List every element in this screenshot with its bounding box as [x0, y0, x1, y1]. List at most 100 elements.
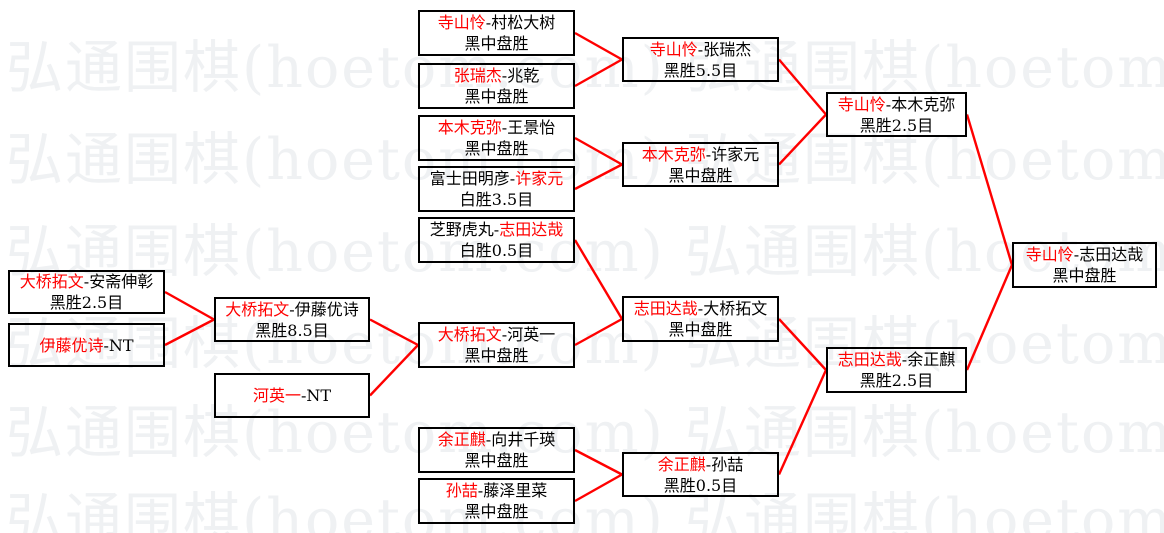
- connector-line: [574, 136, 623, 166]
- player-name: 芝野虎丸-: [429, 220, 500, 239]
- winner-name: 大桥拓文: [437, 325, 502, 344]
- match-result: 黑中盘胜: [464, 34, 529, 53]
- match-players: 寺山怜-志田达哉: [1026, 244, 1143, 265]
- connector-line: [574, 31, 623, 61]
- player-name: -村松大树: [485, 13, 556, 32]
- match-box: 张瑞杰-兆乾 黑中盘胜: [418, 63, 575, 109]
- match-result: 黑中盘胜: [464, 139, 529, 158]
- watermark-text: 弘通围棋(hoetom.com) 弘通围棋(hoetom.: [6, 311, 1164, 377]
- player-name: -志田达哉: [1073, 245, 1144, 264]
- match-box: 寺山怜-张瑞杰 黑胜5.5目: [622, 37, 779, 82]
- match-result: 黑胜8.5目: [255, 320, 329, 340]
- match-box: 本木克弥-许家元 黑中盘胜: [622, 142, 779, 187]
- match-players: 张瑞杰-兆乾: [454, 65, 539, 86]
- player-name: -张瑞杰: [697, 39, 752, 59]
- match-players: 孙喆-藤泽里菜: [446, 480, 547, 501]
- player-name: -NT: [300, 386, 332, 405]
- connector-line: [574, 317, 623, 347]
- match-result: 黑中盘胜: [668, 165, 733, 185]
- player-name: -NT: [103, 335, 134, 355]
- player-name: -向井千瑛: [485, 430, 556, 449]
- winner-name: 河英一: [252, 386, 301, 405]
- winner-name: 志田达哉: [837, 350, 902, 369]
- player-name: -孙喆: [705, 454, 744, 474]
- player-name: -河英一: [501, 325, 556, 344]
- watermark-text: 弘通围棋(hoetom.com) 弘通围棋(hoetom.: [6, 487, 1164, 533]
- connector-line: [778, 113, 827, 166]
- match-box: 大桥拓文-伊藤优诗 黑胜8.5目: [214, 297, 370, 342]
- winner-name: 孙喆: [445, 481, 478, 500]
- connector-line: [369, 318, 419, 347]
- match-players: 本木克弥-许家元: [642, 144, 759, 165]
- watermark-text: 弘通围棋(hoetom.com) 弘通围棋(hoetom.: [6, 219, 1164, 285]
- match-players: 河英一-NT: [253, 385, 331, 406]
- winner-name: 本木克弥: [437, 118, 502, 137]
- connector-line: [164, 318, 215, 347]
- match-result: 黑中盘胜: [668, 320, 733, 339]
- match-box: 志田达哉-大桥拓文 黑中盘胜: [622, 296, 779, 342]
- match-result: 黑胜5.5目: [663, 60, 738, 80]
- match-result: 白胜0.5目: [459, 241, 534, 260]
- winner-name: 余正麒: [437, 430, 486, 449]
- match-box: 余正麒-孙喆 黑胜0.5目: [622, 452, 779, 497]
- match-players: 余正麒-孙喆: [658, 454, 743, 475]
- match-players: 志田达哉-余正麒: [838, 349, 955, 370]
- match-result: 黑胜2.5目: [49, 293, 124, 312]
- match-box: 志田达哉-余正麒 黑胜2.5目: [826, 347, 967, 393]
- match-players: 本木克弥-王景怡: [438, 117, 555, 138]
- match-players: 寺山怜-张瑞杰: [650, 39, 751, 60]
- watermark-text: 弘通围棋(hoetom.com) 弘通围棋(hoetom.: [6, 35, 1164, 101]
- match-result: 黑胜0.5目: [663, 475, 738, 495]
- match-result: 黑中盘胜: [464, 346, 529, 365]
- winner-name: 志田达哉: [499, 220, 564, 239]
- winner-name: 大桥拓文: [19, 272, 84, 291]
- connector-line: [574, 448, 623, 476]
- winner-name: 张瑞杰: [453, 66, 502, 85]
- player-name: -许家元: [705, 144, 760, 164]
- player-name: -余正麒: [901, 350, 956, 369]
- match-box: 河英一-NT: [214, 373, 370, 418]
- winner-name: 余正麒: [657, 454, 706, 474]
- match-box: 孙喆-藤泽里菜 黑中盘胜: [418, 478, 575, 524]
- connector-line: [574, 473, 623, 503]
- match-box: 大桥拓文-河英一 黑中盘胜: [418, 322, 575, 368]
- player-name: -藤泽里菜: [477, 481, 548, 500]
- winner-name: 寺山怜: [837, 94, 886, 114]
- winner-name: 伊藤优诗: [39, 335, 104, 355]
- match-box: 寺山怜-本木克弥 黑胜2.5目: [826, 92, 967, 137]
- match-box: 芝野虎丸-志田达哉 白胜0.5目: [418, 217, 575, 263]
- winner-name: 寺山怜: [437, 13, 486, 32]
- match-box: 伊藤优诗-NT: [8, 323, 165, 367]
- match-players: 伊藤优诗-NT: [39, 335, 133, 356]
- match-players: 寺山怜-村松大树: [438, 12, 555, 33]
- match-players: 大桥拓文-安斋伸彰: [20, 271, 153, 292]
- connector-line: [777, 369, 828, 475]
- connector-line: [164, 290, 215, 321]
- match-result: 黑中盘胜: [464, 502, 529, 521]
- player-name: -大桥拓文: [697, 299, 768, 318]
- player-name: -兆乾: [501, 66, 540, 85]
- winner-name: 志田达哉: [633, 299, 698, 318]
- connector-line: [965, 264, 1014, 371]
- match-players: 寺山怜-本木克弥: [838, 94, 955, 115]
- match-result: 黑胜2.5目: [859, 115, 934, 135]
- player-name: 富士田明彦-: [429, 169, 516, 188]
- winner-name: 寺山怜: [1025, 245, 1074, 264]
- connector-line: [574, 58, 623, 88]
- match-box: 富士田明彦-许家元 白胜3.5目: [418, 166, 575, 212]
- match-players: 芝野虎丸-志田达哉: [430, 219, 563, 240]
- match-players: 大桥拓文-河英一: [438, 324, 555, 345]
- match-players: 余正麒-向井千瑛: [438, 429, 555, 450]
- watermark-text: 弘通围棋(hoetom.com) 弘通围棋(hoetom.: [6, 127, 1164, 193]
- match-box: 寺山怜-志田达哉 黑中盘胜: [1012, 242, 1157, 288]
- connector-line: [965, 114, 1014, 266]
- connector-line: [778, 58, 827, 116]
- connector-line: [369, 344, 419, 397]
- winner-name: 寺山怜: [649, 39, 698, 59]
- match-box: 大桥拓文-安斋伸彰 黑胜2.5目: [8, 270, 165, 314]
- match-box: 余正麒-向井千瑛 黑中盘胜: [418, 427, 575, 473]
- connector-line: [573, 239, 624, 320]
- match-players: 富士田明彦-许家元: [430, 168, 563, 189]
- winner-name: 本木克弥: [641, 144, 706, 164]
